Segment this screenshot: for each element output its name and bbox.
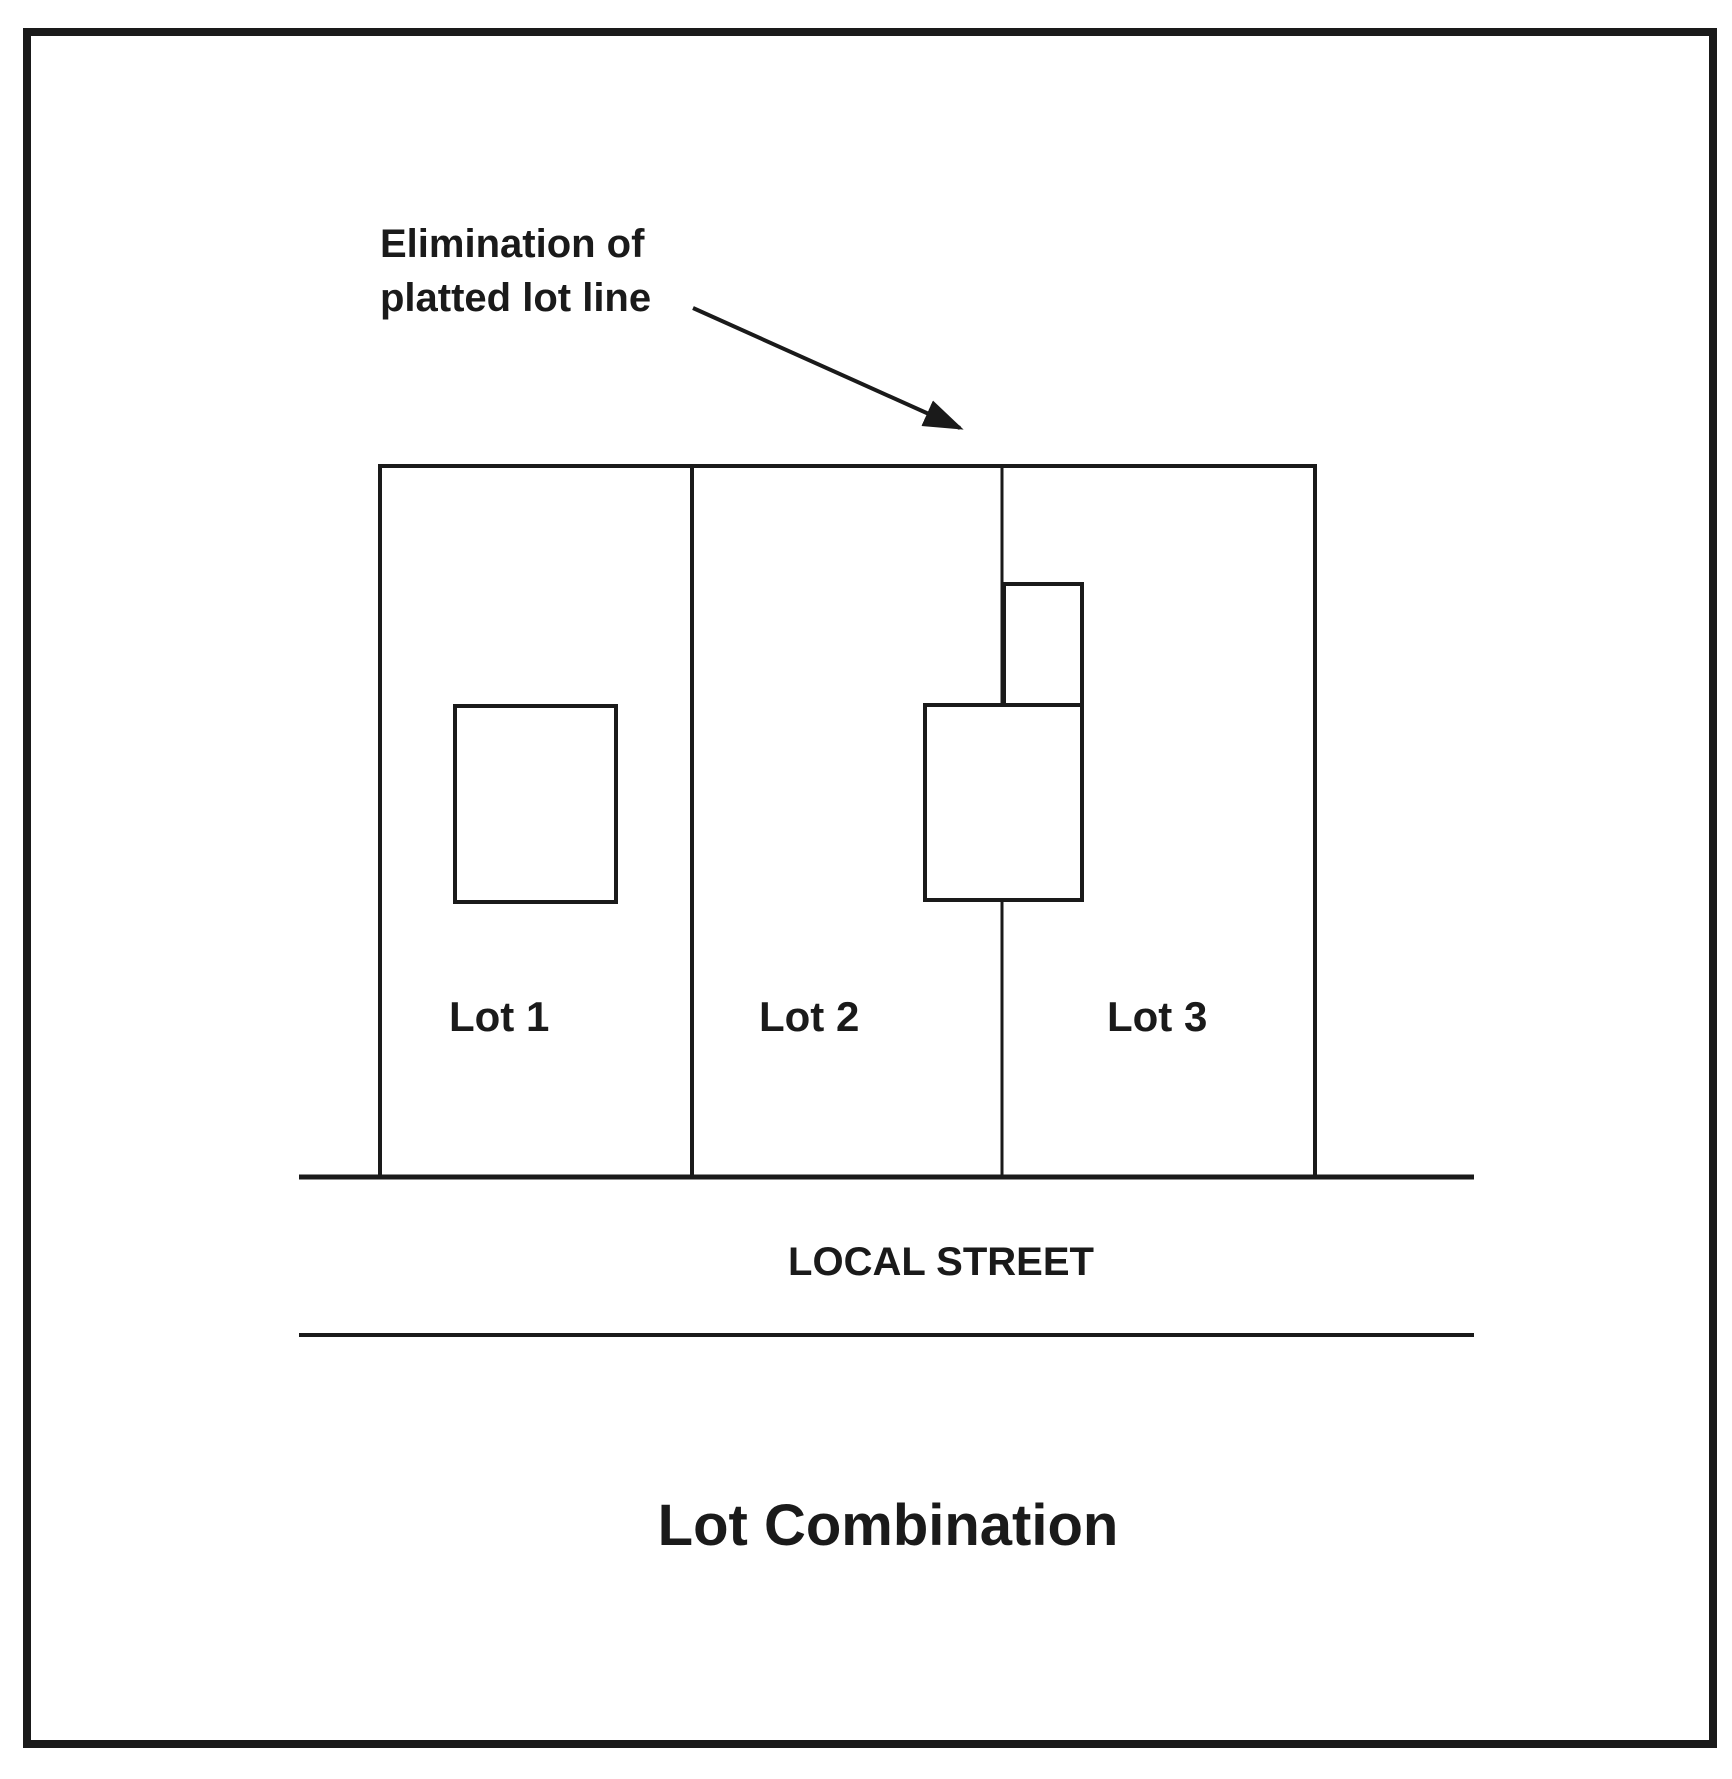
street-label: LOCAL STREET	[788, 1240, 1094, 1284]
annotation-arrow	[692, 306, 964, 430]
lot-2-label: Lot 2	[759, 993, 859, 1040]
combined-building-main	[923, 703, 1084, 902]
annotation-line-1: Elimination of	[380, 222, 645, 266]
diagram-title: Lot Combination	[658, 1493, 1119, 1558]
annotation-line-2: platted lot line	[380, 276, 651, 320]
lot-3-label: Lot 3	[1107, 993, 1207, 1040]
outer-frame	[23, 28, 1717, 1748]
lot-1-building	[453, 704, 618, 904]
lot-1-label: Lot 1	[449, 993, 549, 1040]
combined-building-addition	[1002, 582, 1084, 707]
